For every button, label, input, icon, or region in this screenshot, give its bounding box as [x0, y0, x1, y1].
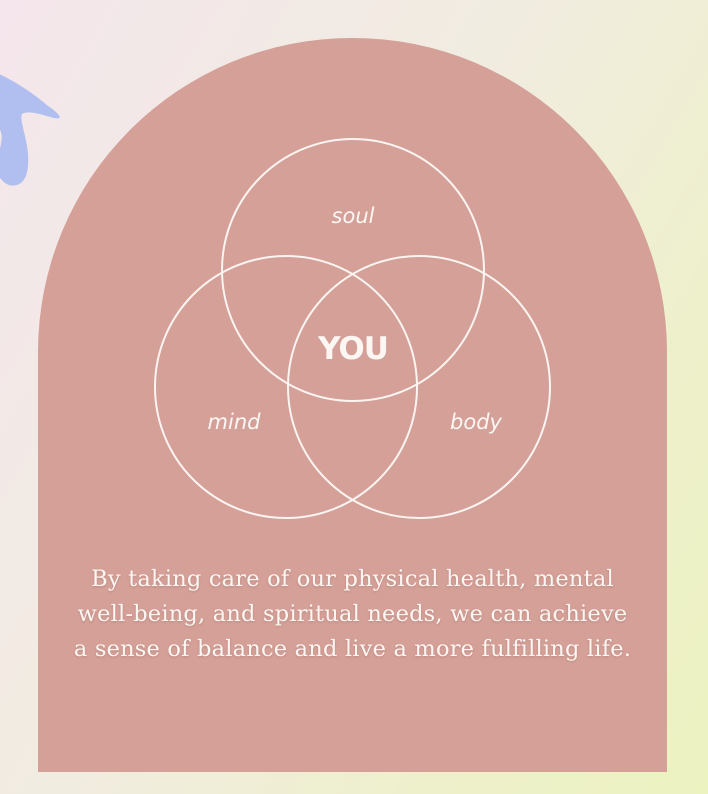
- brushstroke-shape: [0, 74, 60, 186]
- venn-label-mind: mind: [208, 410, 262, 434]
- decorative-brushstroke-icon: [0, 74, 60, 186]
- arch-card: soul mind body YOU By taking care of our…: [38, 38, 667, 772]
- venn-label-body: body: [450, 410, 503, 434]
- venn-circle-body: [287, 255, 551, 519]
- venn-diagram: soul mind body YOU: [154, 138, 551, 519]
- venn-label-soul: soul: [332, 204, 375, 228]
- caption-text: By taking care of our physical health, m…: [73, 566, 632, 662]
- venn-circle-soul: [221, 138, 485, 402]
- venn-center-label: YOU: [317, 331, 388, 367]
- venn-circle-mind: [154, 255, 418, 519]
